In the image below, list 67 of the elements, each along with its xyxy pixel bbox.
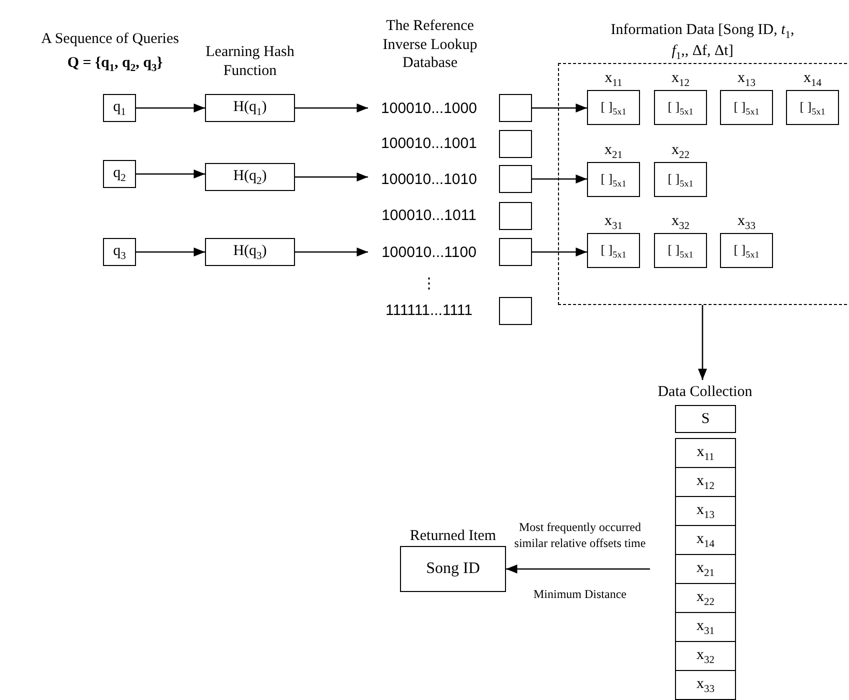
hash-key: 111111...1111 [368, 297, 490, 325]
vector-box: [ ]$_{5x1}$ [654, 162, 707, 197]
arrow [136, 104, 205, 112]
table-cell: x$_{11}$ [675, 438, 736, 468]
section-heading: Information Data [Song ID, t$_{1}$, f$_{1}$,, Δf, Δt] [610, 20, 796, 63]
bucket-box [499, 202, 532, 230]
bucket-box [499, 238, 532, 266]
query-box: q$_{2}$ [103, 160, 136, 188]
vector-label: x$_{11}$ [604, 68, 622, 90]
vector-label: x$_{21}$ [604, 140, 622, 162]
arrow [506, 564, 650, 574]
table-cell: x$_{21}$ [675, 554, 736, 584]
result-box: Song ID [400, 546, 506, 592]
hash-key: 100010...1010 [368, 165, 490, 193]
arrow [532, 174, 587, 184]
vector-label: x$_{12}$ [672, 68, 690, 90]
hash-function-box: H(q$_{2}$) [205, 163, 295, 191]
vector-box: [ ]$_{5x1}$ [786, 90, 839, 125]
vector-label: x$_{13}$ [738, 68, 756, 90]
heading-text: Learning Hash Function [204, 43, 296, 81]
vector-box: [ ]$_{5x1}$ [587, 90, 640, 125]
table-cell: x$_{12}$ [675, 467, 736, 497]
arrow [295, 248, 368, 256]
arrow [532, 104, 587, 112]
vector-box: [ ]$_{5x1}$ [587, 233, 640, 268]
vector-box: [ ]$_{5x1}$ [720, 90, 773, 125]
hash-key: 100010...1100 [368, 238, 490, 266]
result-heading: Returned Item [410, 527, 496, 546]
query-box: q$_{1}$ [103, 94, 136, 122]
vector-label: x$_{32}$ [672, 212, 690, 233]
formula: Q = {q$_{1}$, q$_{2}$, q$_{3}$} [66, 54, 164, 76]
heading-text: The Reference Inverse Lookup Database [382, 16, 478, 74]
vector-box: [ ]$_{5x1}$ [587, 162, 640, 197]
column-heading: Data Collection [658, 383, 752, 402]
arrow [698, 305, 707, 380]
arrow-caption: Minimum Distance [532, 586, 628, 602]
vector-box: [ ]$_{5x1}$ [720, 233, 773, 268]
vector-label: x$_{14}$ [804, 68, 822, 90]
arrow [136, 248, 205, 256]
table-cell: x$_{32}$ [675, 641, 736, 671]
bucket-box [499, 165, 532, 193]
hash-key: 100010...1001 [368, 130, 490, 158]
table-cell: x$_{22}$ [675, 583, 736, 613]
bucket-box [499, 94, 532, 122]
bucket-box [499, 130, 532, 158]
arrow [532, 248, 587, 256]
arrow [295, 172, 368, 182]
ellipsis: ⋮ [420, 274, 438, 294]
query-box: q$_{3}$ [103, 238, 136, 266]
vector-box: [ ]$_{5x1}$ [654, 233, 707, 268]
arrow [295, 104, 368, 112]
table-cell: x$_{14}$ [675, 525, 736, 555]
vector-label: x$_{31}$ [604, 212, 622, 233]
hash-function-box: H(q$_{1}$) [205, 94, 295, 122]
vector-label: x$_{22}$ [672, 140, 690, 162]
table-cell: x$_{31}$ [675, 612, 736, 642]
hash-key: 100010...1000 [368, 94, 490, 122]
table-cell: S [675, 405, 736, 433]
heading-text: A Sequence of Queries [40, 30, 180, 49]
arrow [136, 170, 205, 178]
hash-function-box: H(q$_{3}$) [205, 238, 295, 266]
vector-box: [ ]$_{5x1}$ [654, 90, 707, 125]
table-cell: x$_{13}$ [675, 496, 736, 526]
table-cell: x$_{33}$ [675, 670, 736, 700]
hash-key: 100010...1011 [368, 202, 490, 230]
bucket-box [499, 297, 532, 325]
vector-label: x$_{33}$ [738, 212, 756, 233]
